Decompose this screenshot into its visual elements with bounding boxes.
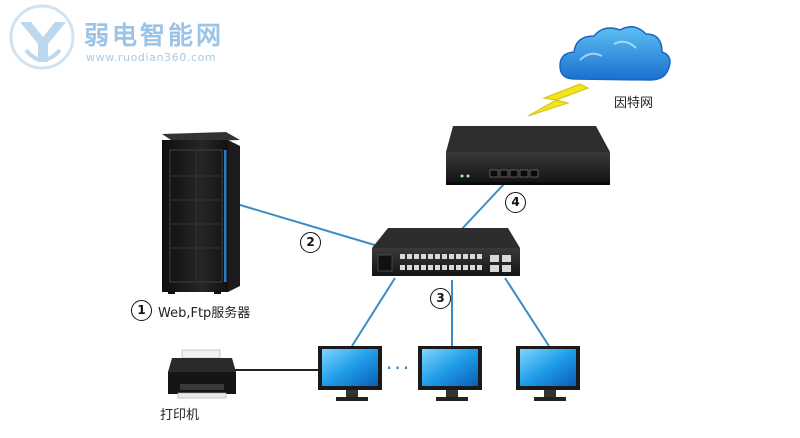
cloud-icon	[559, 26, 671, 81]
marker-4: 4	[505, 192, 526, 213]
switch-router-link	[459, 183, 505, 232]
lightning-icon	[527, 83, 590, 117]
connection-lines	[229, 183, 550, 371]
more-devices-ellipsis: ···	[386, 356, 412, 380]
monitor-icon	[516, 346, 580, 401]
router-icon	[446, 126, 610, 185]
switch-icon	[372, 228, 520, 276]
printer-label: 打印机	[160, 408, 200, 423]
brand-url: www.ruodian360.com	[86, 51, 217, 64]
switch-monitor1-link	[351, 277, 396, 347]
marker-1: 1	[131, 300, 152, 321]
marker-3: 3	[430, 288, 451, 309]
brand-title: 弱电智能网	[84, 21, 225, 50]
server-label: Web,Ftp服务器	[158, 306, 251, 321]
server-rack-icon	[162, 132, 240, 294]
server-switch-link	[229, 201, 379, 247]
monitor-icon	[418, 346, 482, 401]
brand-logo-icon	[9, 4, 75, 70]
printer-icon	[168, 349, 236, 399]
internet-label: 因特网	[614, 96, 654, 111]
monitor-icon	[318, 346, 382, 401]
switch-monitor3-link	[504, 277, 550, 347]
marker-2: 2	[300, 232, 321, 253]
